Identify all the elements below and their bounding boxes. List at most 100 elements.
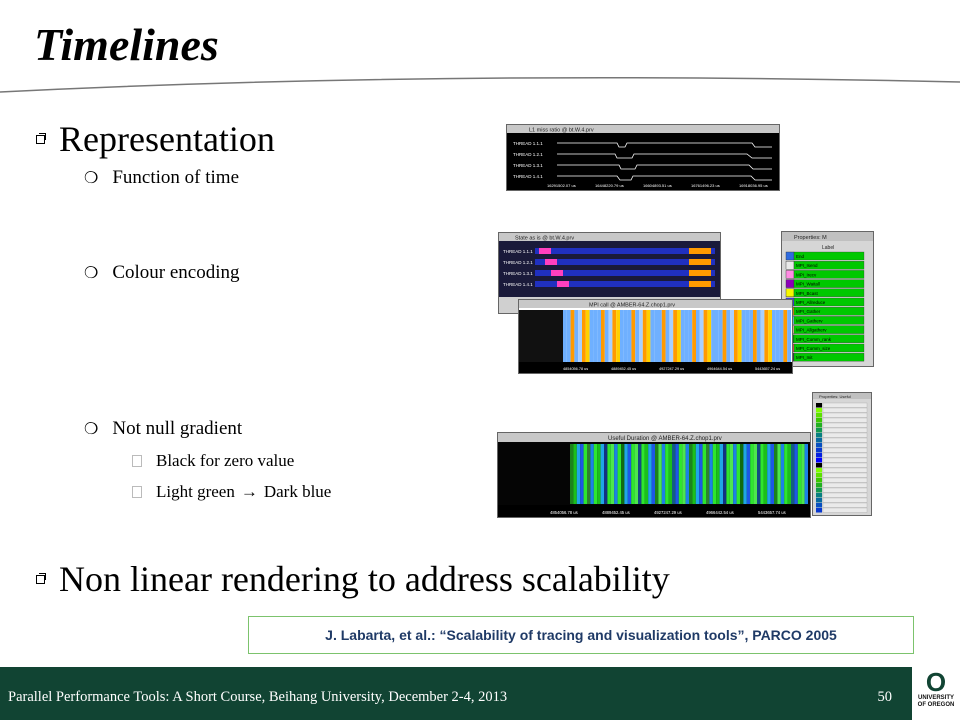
useful-stripe <box>716 444 720 504</box>
square-bullet-icon <box>36 132 46 144</box>
time-tick-label: 4854056.78 us <box>550 510 578 515</box>
mpi-stripe <box>593 310 598 362</box>
useful-stripe <box>648 444 652 504</box>
useful-stripe <box>757 444 761 504</box>
mpi-stripe <box>582 310 586 362</box>
legend-rows: EndMPI_IsendMPI_IrecvMPI_WaitallMPI_Bcas… <box>785 251 865 362</box>
bullet-not-null-gradient: ❍ Not null gradient <box>84 418 243 439</box>
gradient-cell <box>822 487 868 493</box>
state-bar <box>535 259 715 265</box>
useful-stripe <box>736 444 740 504</box>
gradient-swatch <box>816 503 822 508</box>
gradient-cell <box>822 437 868 443</box>
legend-cell <box>793 288 865 297</box>
legend-cell <box>793 297 865 307</box>
mpi-stripe <box>608 310 613 362</box>
useful-stripe <box>791 444 795 504</box>
useful-stripe <box>767 444 771 504</box>
mpi-stripe <box>658 310 662 362</box>
window-title: MPI call @ AMBER-64.Z.chop1.prv <box>589 303 675 309</box>
state-bar-segment <box>689 248 711 254</box>
mpi-stripe <box>711 310 715 362</box>
legend-label: MPI_Irecv <box>796 272 817 277</box>
mpi-stripe <box>570 310 575 362</box>
useful-stripe <box>655 444 659 504</box>
useful-stripe <box>621 444 625 504</box>
gradient-cell <box>822 417 868 423</box>
useful-stripe <box>573 444 577 504</box>
legend-label: MPI_Comm_rank <box>796 337 832 342</box>
gradient-cell <box>822 427 868 433</box>
useful-stripe <box>777 444 781 504</box>
useful-stripe <box>719 444 723 504</box>
mpi-stripe <box>665 310 670 362</box>
useful-stripe <box>610 444 615 504</box>
bullet-colour-encoding: ❍ Colour encoding <box>84 262 240 283</box>
useful-stripe <box>723 444 727 504</box>
useful-stripe <box>600 444 604 504</box>
footer-bar: Parallel Performance Tools: A Short Cour… <box>0 667 912 720</box>
legend-label: MPI_Allgatherv <box>796 328 827 333</box>
mpi-stripe <box>775 310 780 362</box>
useful-stripe <box>665 444 669 504</box>
mpi-stripe <box>726 310 731 362</box>
gradient-cell <box>822 422 868 428</box>
gradient-swatch <box>816 433 822 438</box>
useful-stripe <box>617 444 621 504</box>
window-title: L1 miss ratio @ bt.W.4.prv <box>529 128 594 134</box>
useful-stripe <box>587 444 591 504</box>
mpi-stripe <box>597 310 601 362</box>
sub-bullet-icon <box>132 486 142 498</box>
mpi-stripe <box>760 310 765 362</box>
mpi-stripe <box>768 310 772 362</box>
mpi-stripe <box>601 310 605 362</box>
useful-stripe <box>682 444 686 504</box>
thread-label: THREAD 1.3.1 <box>503 271 533 276</box>
mpi-stripe <box>730 310 734 362</box>
circle-bullet-icon: ❍ <box>84 421 99 438</box>
gradient-cell <box>822 447 868 453</box>
gradient-swatch <box>816 413 822 418</box>
mpi-stripe <box>578 310 582 362</box>
useful-stripe <box>614 444 618 504</box>
useful-stripe <box>709 444 713 504</box>
gradient-swatch <box>816 418 822 423</box>
bullet-light-green: Light green → Dark blue <box>132 482 331 502</box>
useful-stripe <box>804 444 808 504</box>
bullet-representation: Representation <box>36 118 275 160</box>
legend-header: Label <box>822 245 834 251</box>
useful-stripe <box>672 444 676 504</box>
useful-stripe <box>774 444 778 504</box>
mpi-stripe <box>703 310 708 362</box>
useful-stripe <box>689 444 693 504</box>
gradient-swatch <box>816 493 822 498</box>
state-bar-segment <box>689 270 711 276</box>
legend-cell <box>793 261 865 270</box>
mpi-stripe <box>631 310 636 362</box>
useful-stripe <box>702 444 706 504</box>
mpi-stripe <box>566 310 571 362</box>
useful-stripe <box>627 444 632 504</box>
time-tick-label: 4966442.54 us <box>706 510 734 515</box>
gradient-cell <box>822 412 868 418</box>
gradient-swatch <box>816 483 822 488</box>
mpi-stripe <box>650 310 655 362</box>
legend-cell <box>793 334 865 343</box>
mpi-stripe <box>688 310 693 362</box>
useful-stripe <box>794 444 798 504</box>
useful-stripe <box>597 444 601 504</box>
mpi-stripe <box>677 310 681 362</box>
gradient-swatch <box>816 468 822 473</box>
time-tick-label: 16604893.51 us <box>643 183 672 188</box>
mpi-stripe <box>574 310 579 362</box>
mpi-stripe <box>635 310 639 362</box>
state-bar-segment <box>551 270 563 276</box>
useful-gradient-stripes <box>498 442 810 505</box>
gradient-swatch <box>816 443 822 448</box>
useful-stripe <box>733 444 737 504</box>
useful-stripe <box>593 444 598 504</box>
legend-label: MPI_Isend <box>796 263 818 268</box>
useful-stripe <box>607 444 611 504</box>
citation-box: J. Labarta, et al.: “Scalability of trac… <box>248 616 914 654</box>
